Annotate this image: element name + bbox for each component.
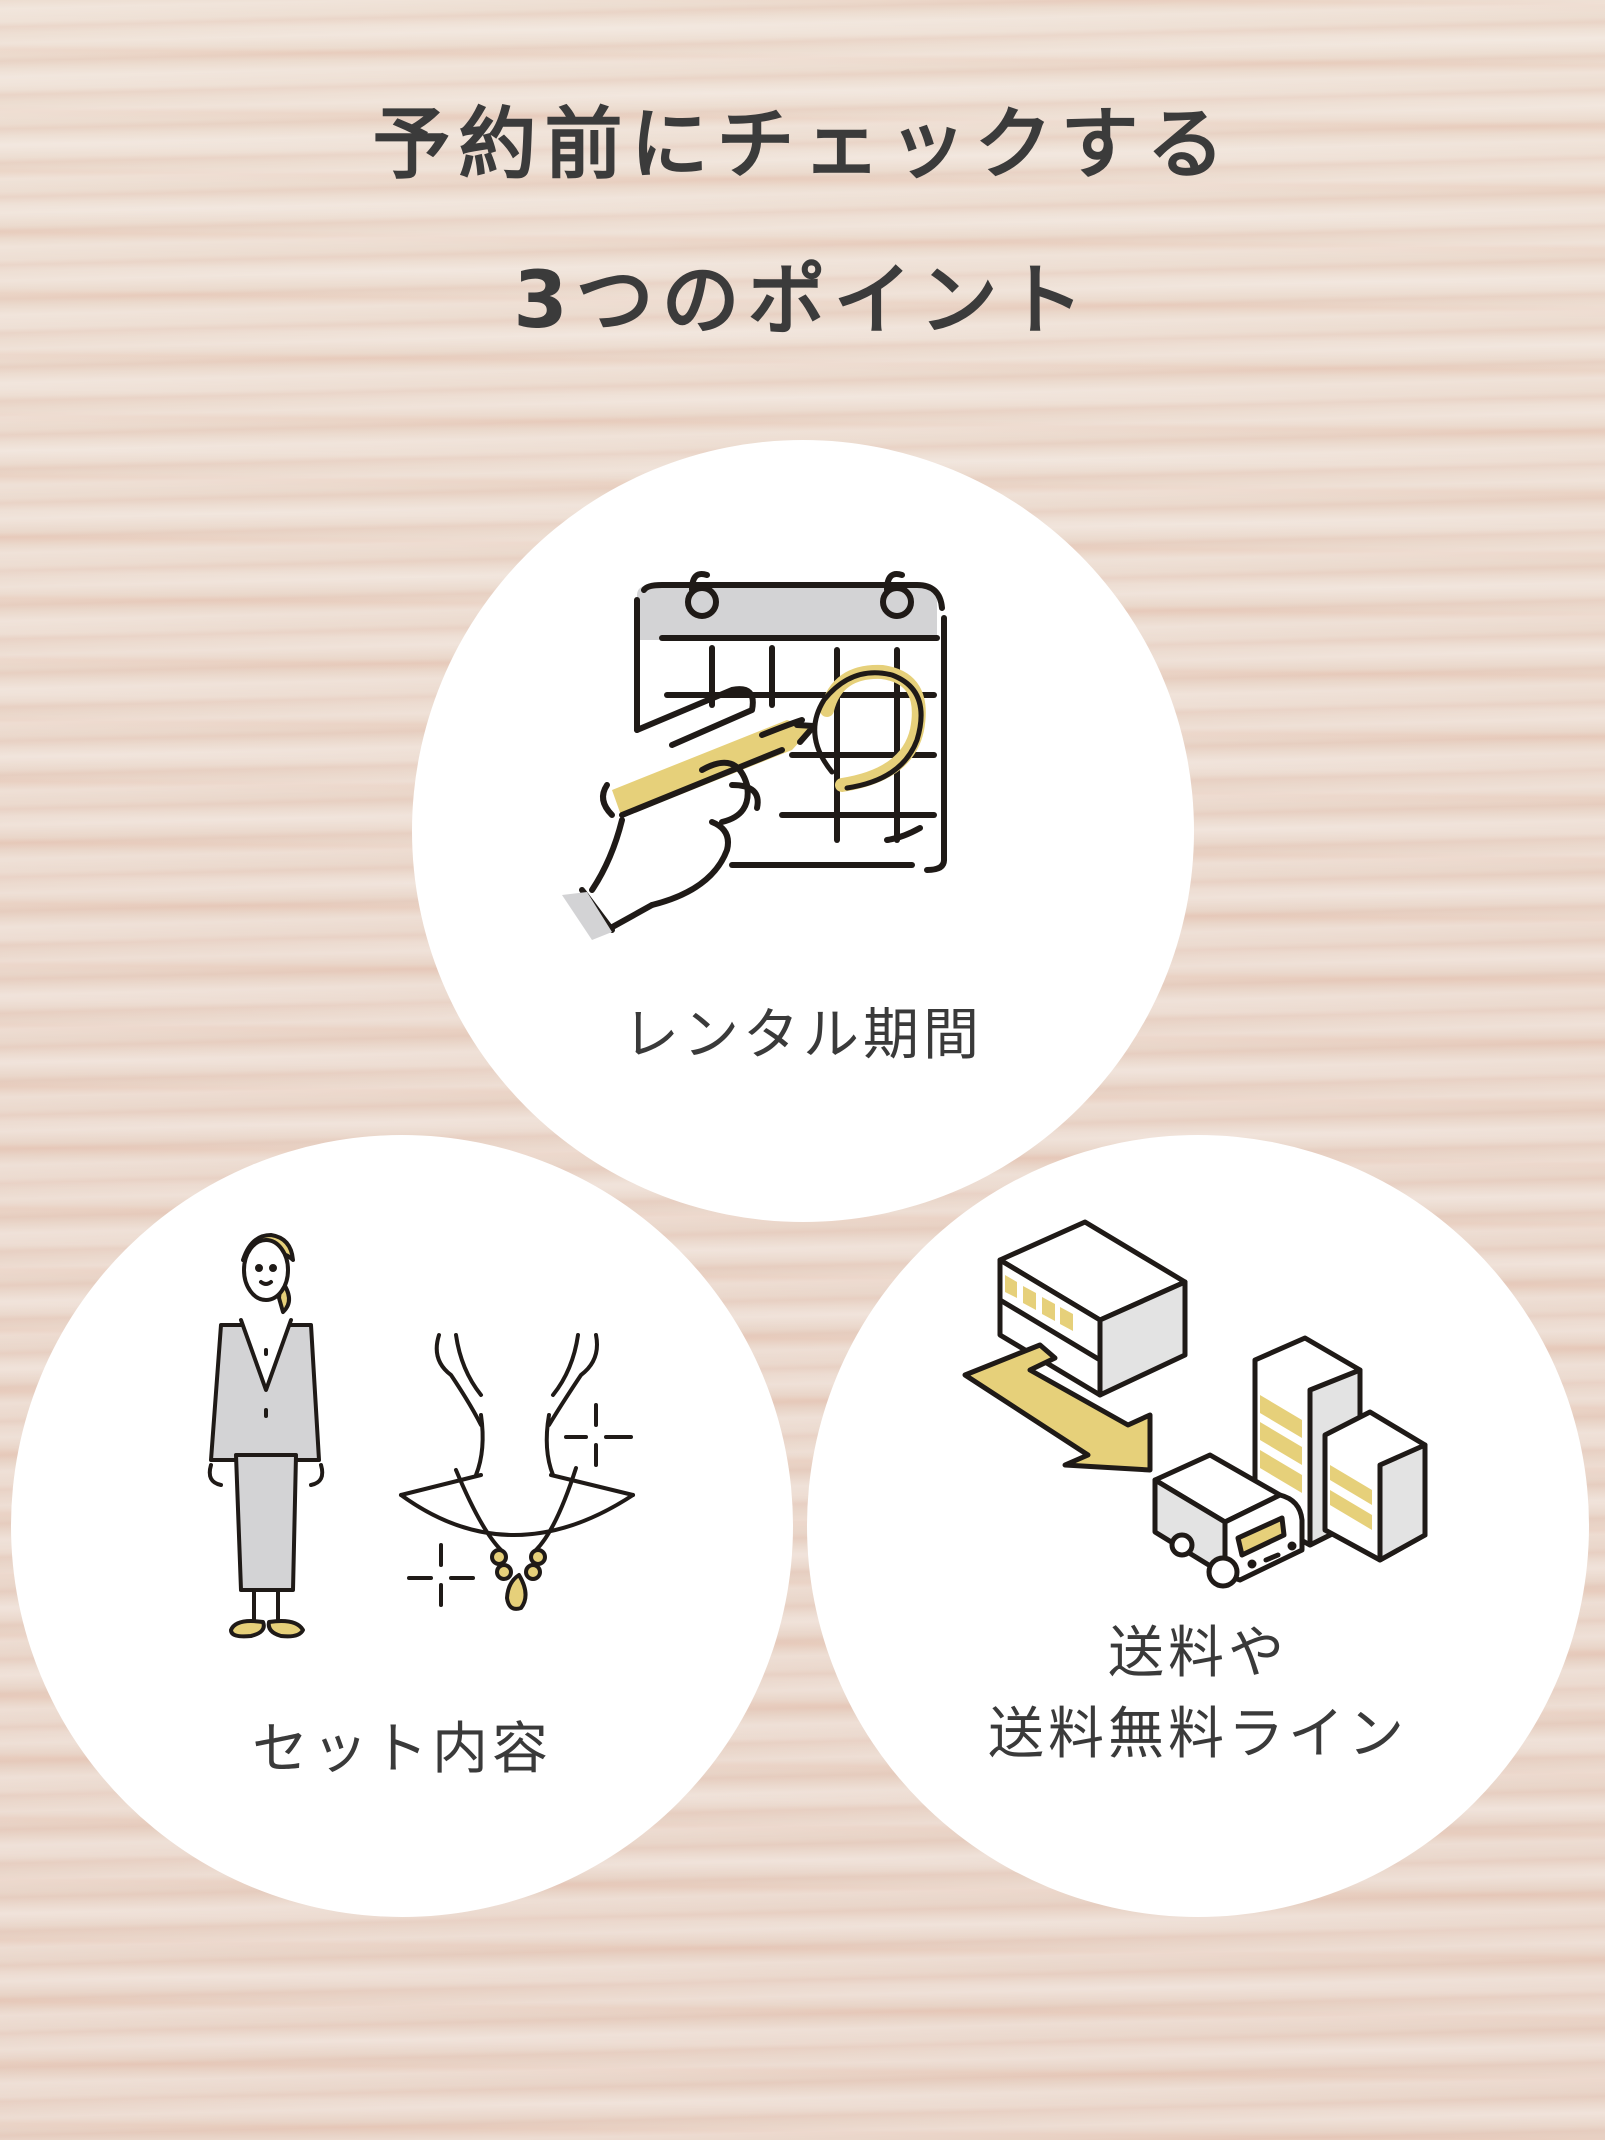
point-set-contents: セット内容 <box>11 1135 793 1917</box>
point-label: レンタル期間 <box>623 1003 983 1068</box>
title-line-2: 3つのポイント <box>513 256 1092 346</box>
point-label-line-2: 送料無料ライン <box>988 1702 1408 1768</box>
point-shipping: 送料や 送料無料ライン <box>807 1135 1589 1917</box>
point-label-line-1: 送料や <box>1108 1621 1288 1686</box>
calendar-pencil-icon <box>562 571 947 940</box>
point-label: セット内容 <box>252 1717 552 1782</box>
point-label: 送料や 送料無料ライン <box>807 1613 1589 1775</box>
warehouse-delivery-truck-icon <box>962 1219 1428 1589</box>
suit-necklace-icon <box>207 1233 635 1639</box>
point-rental-period: レンタル期間 <box>412 440 1194 1222</box>
title-line-1: 予約前にチェックする <box>372 100 1233 190</box>
